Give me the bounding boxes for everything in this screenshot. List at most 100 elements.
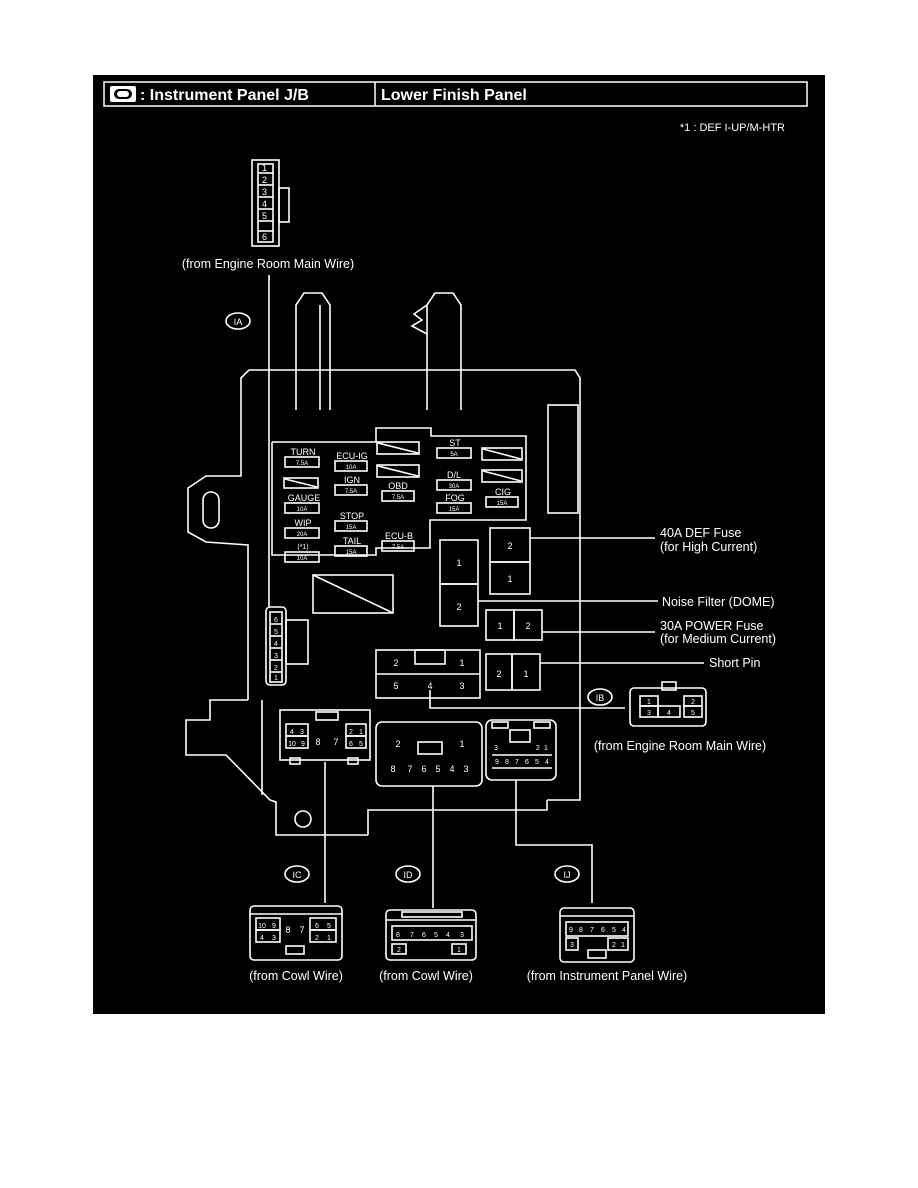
svg-text:1: 1 [457,947,461,954]
id-id-badge: ID [395,865,421,883]
svg-text:30A: 30A [449,484,460,490]
fuse-gauge: GAUGE 10A [284,493,321,514]
fuse-ecu-ig: ECU-IG 10A [334,451,368,472]
svg-text:ID: ID [404,870,414,880]
svg-text:IB: IB [596,693,605,703]
svg-text:4: 4 [427,681,432,691]
fuse-plus1: (*1) 10A [284,544,320,563]
diagram-background [93,75,825,1014]
fuse-tail: TAIL 15A [334,536,368,557]
ib-leader-line [429,690,625,709]
ib-id-badge: IB [587,688,613,706]
svg-text:IJ: IJ [563,870,570,880]
svg-text:9: 9 [272,923,276,930]
fuse-ecu-b: ECU-B 7.5A [381,531,415,552]
svg-text:6: 6 [274,617,278,624]
svg-text:1: 1 [523,669,528,679]
svg-text:3: 3 [274,653,278,660]
svg-text:1: 1 [544,745,548,752]
svg-text:5: 5 [535,759,539,766]
ic-source-caption: (from Cowl Wire) [249,969,343,983]
svg-text:OBD: OBD [388,481,408,491]
svg-text:4: 4 [446,932,450,939]
svg-text:8: 8 [390,764,395,774]
svg-text:2: 2 [274,665,278,672]
svg-text:7: 7 [410,932,414,939]
svg-text:2: 2 [691,699,695,706]
svg-text:7: 7 [299,925,304,935]
ia-pin: 3 [262,187,267,197]
svg-text:4: 4 [449,764,454,774]
svg-text:15A: 15A [346,525,357,531]
fuse-blank-4 [481,447,523,461]
svg-text:7: 7 [407,764,412,774]
svg-text:WIP: WIP [295,518,312,528]
svg-text:IC: IC [293,870,303,880]
svg-text:4: 4 [622,927,626,934]
ib-connector: 1 2 3 4 5 [629,681,707,727]
svg-text:6: 6 [601,927,605,934]
svg-text:D/L: D/L [447,470,461,480]
fuse-blank-1 [283,477,319,489]
svg-text:TURN: TURN [291,447,316,457]
header-bar: : Instrument Panel J/B Lower Finish Pane… [103,81,808,107]
svg-text:8: 8 [315,737,320,747]
fuse-wip: WIP 20A [284,518,320,539]
svg-text:7.5A: 7.5A [345,489,357,495]
ia-pin: 1 [262,163,267,173]
svg-text:2: 2 [536,745,540,752]
id-connector-view: 8 7 6 5 4 3 2 1 [385,909,477,961]
svg-text:7: 7 [590,927,594,934]
svg-text:9: 9 [301,741,305,748]
fuse-blank-3 [376,464,420,478]
ij-id-badge: IJ [554,865,580,883]
svg-text:5: 5 [359,741,363,748]
svg-text:1: 1 [456,558,461,568]
def-fuse-block: 2 1 [489,527,531,595]
svg-text:4: 4 [290,729,294,736]
fuse-blank-5 [481,469,523,483]
svg-text:5: 5 [612,927,616,934]
svg-text:IGN: IGN [344,475,360,485]
svg-text:CIG: CIG [495,487,511,497]
fuse-stop: STOP 15A [334,511,368,532]
svg-text:2: 2 [397,947,401,954]
svg-text:FOG: FOG [445,493,465,503]
svg-text:2: 2 [393,658,398,668]
ib-source-caption: (from Engine Room Main Wire) [594,739,766,753]
svg-text:1: 1 [497,621,502,631]
fuse-obd: OBD 7.5A [381,481,415,502]
svg-text:1: 1 [459,658,464,668]
fuse-st: ST 5A [436,438,472,459]
svg-text:2: 2 [496,669,501,679]
svg-text:3: 3 [570,942,574,949]
svg-text:1: 1 [359,729,363,736]
svg-text:20A: 20A [297,532,308,538]
svg-text:1: 1 [507,574,512,584]
svg-text:GAUGE: GAUGE [288,493,321,503]
svg-text:7: 7 [515,759,519,766]
svg-text:7.5A: 7.5A [392,495,404,501]
ia-pin: 6 [262,232,267,242]
svg-text:2: 2 [456,602,461,612]
svg-text:4: 4 [260,935,264,942]
ia-pin: 5 [262,211,267,221]
fuse-blank-2 [376,441,420,455]
fuse-turn: TURN 7.5A [284,447,320,468]
noise-filter-block: 1 2 [439,539,479,627]
relay-block [312,574,394,614]
svg-text:10A: 10A [297,507,308,513]
ia-id-badge: IA [225,312,251,330]
id-socket: 2 1 8 7 6 5 4 3 [375,721,483,787]
svg-text:5: 5 [434,932,438,939]
svg-text:2: 2 [612,942,616,949]
ia-connector: 1 2 3 4 5 6 [251,159,290,247]
svg-text:2: 2 [315,935,319,942]
svg-text:6: 6 [421,764,426,774]
location-label: Lower Finish Panel [381,87,527,104]
svg-text:7: 7 [333,737,338,747]
svg-text:10A: 10A [346,465,357,471]
ia-pin: 2 [262,175,267,185]
svg-text:STOP: STOP [340,511,364,521]
svg-text:6: 6 [315,923,319,930]
